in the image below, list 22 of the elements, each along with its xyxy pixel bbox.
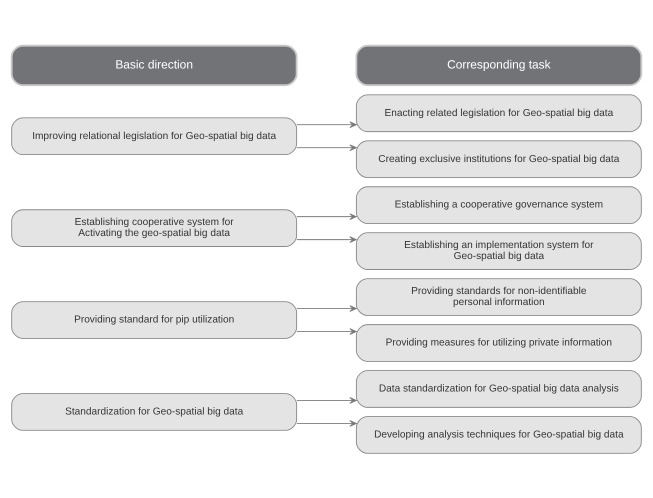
node-box: Establishing a cooperative governance system [356,186,642,224]
node-box: Improving relational legislation for Geo-spatial big data [11,116,298,155]
node-box: Corresponding task [355,44,642,86]
node-box: Providing measures for utilizing private information [356,324,642,362]
arrow [296,212,357,220]
arrow [296,120,357,128]
arrow [296,304,357,312]
arrow [296,236,357,242]
node-box: Developing analysis techniques for Geo-spatial big data [356,416,642,454]
node-box: Enacting related legislation for Geo-spatial big data [356,94,642,132]
node-box: Creating exclusive institutions for Geo-spatial big data [356,140,642,178]
arrow [296,396,357,404]
arrow [296,420,357,426]
node-box: Establishing cooperative system for Activating the geo-spatial big data [11,208,298,246]
node-box: Basic direction [10,44,298,86]
arrow [296,328,357,334]
arrow [296,144,357,151]
node-box: Establishing an implementation system for Geo-spatial big data [356,232,642,270]
node-box: Providing standards for non-identifiable personal information [356,278,642,316]
node-box: Standardization for Geo-spatial big data [11,392,298,430]
node-box: Providing standard for pip utilization [11,300,298,338]
node-box: Data standardization for Geo-spatial big data analysis [356,370,642,408]
